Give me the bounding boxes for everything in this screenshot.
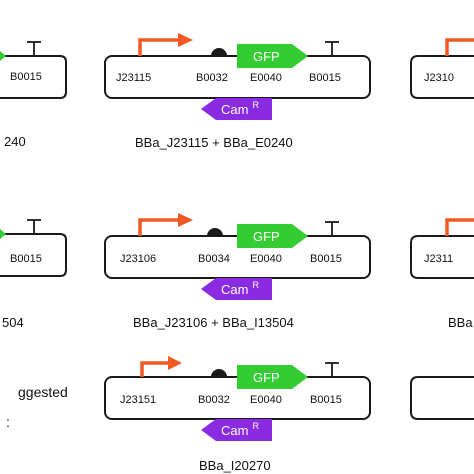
terminator-label: B0015 (310, 253, 342, 265)
rbs-label: B0034 (198, 253, 230, 265)
gfp-gene-icon (0, 229, 6, 239)
promoter-arrow-icon (140, 356, 182, 377)
promoter-arrow-icon (445, 38, 474, 56)
rbs-icon (211, 48, 227, 56)
gfp-gene-icon (237, 44, 308, 68)
promoter-label: J23106 (120, 253, 156, 265)
promoter-label: J2311 (424, 253, 453, 265)
rbs-icon (207, 228, 223, 236)
left-construct-row2: B0015 504 (0, 219, 67, 330)
promoter-label: J23151 (120, 394, 156, 406)
promoter-arrow-icon (138, 33, 193, 56)
construct-caption: BBa (448, 315, 473, 330)
construct-caption: 240 (4, 134, 26, 149)
gene-name-label: GFP (253, 229, 280, 244)
gene-code-label: E0040 (250, 253, 282, 265)
gfp-gene-icon (237, 224, 308, 248)
rbs-icon (211, 369, 227, 377)
terminator-icon (325, 221, 339, 236)
terminator-label: B0015 (310, 394, 342, 406)
construct-caption: BBa_J23115 + BBa_E0240 (135, 135, 293, 150)
promoter-label: J23115 (116, 72, 151, 84)
construct-caption: BBa_I20270 (199, 458, 271, 473)
resistance-superscript: R (252, 421, 259, 431)
left-text-row3: ggested : (6, 384, 68, 430)
gene-name-label: GFP (253, 370, 280, 385)
side-text-line1: ggested (18, 384, 68, 400)
rbs-label: B0032 (196, 72, 228, 84)
gfp-gene-icon (0, 51, 6, 61)
resistance-superscript: R (252, 280, 259, 290)
plasmid-backbone (0, 55, 67, 99)
gfp-gene-icon (237, 365, 308, 389)
promoter-arrow-icon (138, 213, 193, 236)
resistance-superscript: R (252, 100, 259, 110)
terminator-icon (325, 362, 339, 377)
plasmid-backbone (410, 376, 474, 420)
plasmid-backbone (410, 235, 474, 279)
terminator-icon (325, 41, 339, 56)
terminator-label: B0015 (309, 72, 341, 84)
right-construct-row1: J2310 (410, 38, 474, 99)
gene-name-label: GFP (253, 49, 280, 64)
cam-resistance-icon (201, 278, 272, 300)
terminator-icon (27, 41, 41, 56)
construct-caption: BBa_J23106 + BBa_I13504 (133, 315, 294, 330)
construct-caption: 504 (2, 315, 24, 330)
promoter-label: J2310 (424, 72, 454, 84)
plasmid-backbone (410, 55, 474, 99)
right-construct-row2: J2311 BBa (410, 218, 474, 330)
side-text-line2: : (6, 414, 10, 430)
promoter-arrow-icon (445, 218, 474, 236)
terminator-label: B0015 (10, 71, 42, 83)
rbs-label: B0032 (198, 394, 230, 406)
right-construct-row3 (410, 376, 474, 420)
gene-code-label: E0040 (250, 394, 282, 406)
gene-code-label: E0040 (250, 72, 282, 84)
plasmid-backbone (0, 233, 67, 277)
cam-resistance-icon (201, 419, 272, 441)
cam-resistance-icon (201, 98, 272, 120)
left-construct-row1: B0015 240 (0, 41, 67, 149)
terminator-icon (27, 219, 41, 234)
terminator-label: B0015 (10, 253, 42, 265)
